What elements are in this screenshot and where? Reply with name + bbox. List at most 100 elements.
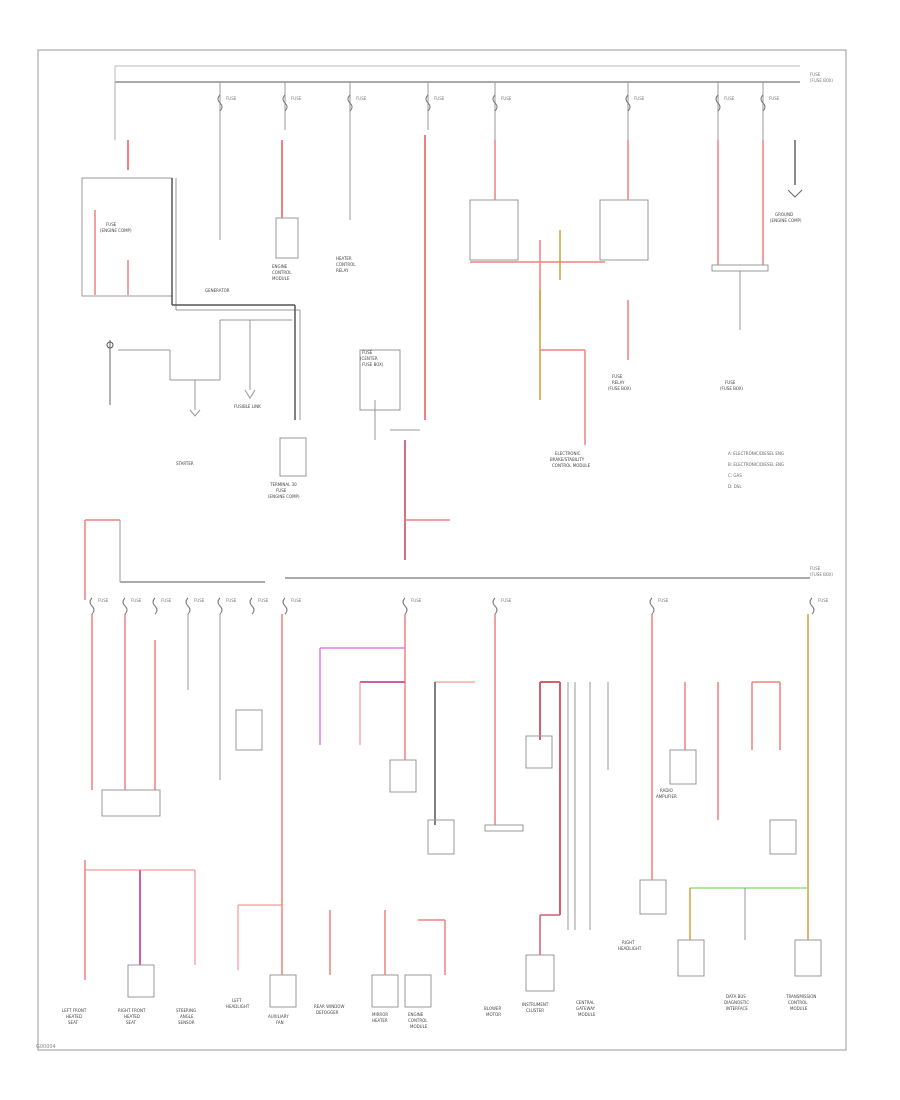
- component-label-heater-2: CONTROL: [336, 262, 356, 267]
- component-label-ground-1: GROUND: [775, 212, 793, 217]
- component-label-rf-seat-1: RIGHT FRONT: [118, 1008, 146, 1013]
- top-fuse-symbols: [217, 94, 766, 112]
- fuse-label-6: FUSE: [634, 96, 645, 101]
- component-label-ecm-1: ENGINE: [272, 264, 288, 269]
- component-label-lf-seat-1: LEFT FRONT: [62, 1008, 87, 1013]
- diagram-frame: [37, 49, 847, 1051]
- component-label-right-headlight-2: HEADLIGHT: [618, 946, 642, 951]
- component-label-brake-1: ELECTRONIC: [555, 451, 581, 456]
- component-label-left-headlight-2: HEADLIGHT: [226, 1004, 250, 1009]
- fuse-label-8: FUSE: [769, 96, 780, 101]
- component-label-tcm-1: TRANSMISSION: [785, 994, 816, 999]
- component-label-databus-1: DATA BUS: [726, 994, 746, 999]
- right-upper-circuit: [469, 140, 803, 445]
- component-label-gateway-1: CENTRAL: [576, 1000, 595, 1005]
- component-label-fuse-relay-2: RELAY: [612, 380, 625, 385]
- component-label-engine-fuse-2: (ENGINE COMP): [100, 228, 132, 233]
- bottom-fuse-label-7: FUSE: [291, 598, 302, 603]
- component-label-ecm-3: MODULE: [272, 276, 290, 281]
- bottom-fuse-label-1: FUSE: [98, 598, 109, 603]
- component-label-fuse-relay-3: (FUSE BOX): [608, 386, 631, 391]
- component-label-fuse-box-2: (FUSE BOX): [720, 386, 743, 391]
- component-label-starter: STARTER: [176, 461, 194, 466]
- component-label-center-fuse-2: (CENTER: [360, 356, 378, 361]
- component-label-blower-2: MOTOR: [486, 1012, 501, 1017]
- bottom-fuse-label-3: FUSE: [161, 598, 172, 603]
- component-label-databus-3: INTERFACE: [726, 1006, 748, 1011]
- component-label-ecm-bottom-3: MODULE: [410, 1024, 428, 1029]
- component-label-aux-fan-2: FAN: [276, 1020, 284, 1025]
- legend-item-3: C: GAS: [728, 473, 742, 478]
- component-label-rear-defog-2: DEFOGGER: [316, 1010, 339, 1015]
- component-label-rf-seat-3: SEAT: [126, 1020, 136, 1025]
- component-label-fusible: FUSIBLE LINK: [234, 404, 261, 409]
- component-label-right-headlight-1: RIGHT: [622, 940, 635, 945]
- component-label-generator: GENERATOR: [205, 288, 230, 293]
- component-label-gateway-2: GATEWAY: [576, 1006, 596, 1011]
- fuse-relay-box-small: [235, 709, 263, 751]
- component-label-engine-fuse-1: FUSE: [106, 222, 117, 227]
- component-label-radio-1: RADIO: [660, 788, 673, 793]
- component-label-rf-seat-2: HEATED: [124, 1014, 140, 1019]
- bottom-fuse-symbols: [89, 597, 815, 615]
- component-label-heater-1: HEATER: [336, 256, 352, 261]
- fuse-label-5: FUSE: [501, 96, 512, 101]
- component-label-aux-fan-1: AUXILIARY: [268, 1014, 289, 1019]
- component-label-center-fuse-3: FUSE BOX): [362, 362, 384, 367]
- component-label-fuse-relay-1: FUSE: [612, 374, 623, 379]
- component-label-ground-2: (ENGINE COMP): [770, 218, 802, 223]
- component-label-blower-1: BLOWER: [484, 1006, 501, 1011]
- bottom-fuse-label-5: FUSE: [226, 598, 237, 603]
- top-bus-label-line-2: (FUSE BOX): [810, 78, 833, 83]
- component-label-terminal30-2: FUSE: [276, 488, 287, 493]
- component-label-tcm-2: CONTROL: [788, 1000, 808, 1005]
- fuse-label-7: FUSE: [724, 96, 735, 101]
- legend-item-1: A: ELECTRONIC/DIESEL ENG: [728, 451, 784, 456]
- legend-item-2: B: ELECTRONIC/DIESEL ENG: [728, 462, 784, 467]
- component-label-ecm-bottom-1: ENGINE: [408, 1012, 424, 1017]
- fuse-label-2: FUSE: [291, 96, 302, 101]
- component-label-cluster-1: INSTRUMENT: [522, 1002, 549, 1007]
- component-label-left-headlight-1: LEFT: [232, 998, 242, 1003]
- top-component-labels: FUSE (ENGINE COMP) GENERATOR ENGINE CONT…: [100, 222, 356, 499]
- terminal-30-fuse-box: [279, 437, 307, 477]
- bottom-fuse-label-10: FUSE: [658, 598, 669, 603]
- bottom-fuse-label-6: FUSE: [258, 598, 269, 603]
- component-label-databus-2: DIAGNOSTIC: [724, 1000, 749, 1005]
- component-label-cluster-2: CLUSTER: [526, 1008, 544, 1013]
- lower-circuits: [84, 614, 822, 1008]
- fuse-label-4: FUSE: [434, 96, 445, 101]
- top-fuse-row: [219, 82, 764, 240]
- bottom-fuse-label-9: FUSE: [501, 598, 512, 603]
- page-code: G00004: [36, 1044, 56, 1050]
- fuse-label-1: FUSE: [226, 96, 237, 101]
- component-label-fuse-box-1: FUSE: [725, 380, 736, 385]
- component-label-mirror-1: MIRROR: [372, 1012, 388, 1017]
- lower-bus-label-line-2: (FUSE BOX): [810, 572, 833, 577]
- component-label-lf-seat-3: SEAT: [68, 1020, 78, 1025]
- component-label-lf-seat-2: HEATED: [66, 1014, 82, 1019]
- component-label-steering-2: ANGLE: [180, 1014, 194, 1019]
- component-label-rear-defog-1: REAR WINDOW: [314, 1004, 344, 1009]
- bottom-fuse-label-2: FUSE: [131, 598, 142, 603]
- mid-component-labels: FUSE (CENTER FUSE BOX) ELECTRONIC BRAKE/…: [360, 212, 802, 468]
- bottom-fuse-label-11: FUSE: [818, 598, 829, 603]
- bottom-component-labels: LEFT FRONT HEATED SEAT RIGHT FRONT HEATE…: [62, 788, 816, 1029]
- component-label-heater-3: RELAY: [336, 268, 349, 273]
- component-label-steering-3: SENSOR: [178, 1020, 195, 1025]
- component-label-brake-2: BRAKE/STABILITY: [550, 457, 585, 462]
- component-label-gateway-3: MODULE: [578, 1012, 596, 1017]
- component-label-ecm-2: CONTROL: [272, 270, 292, 275]
- left-upper-circuit: [81, 140, 307, 477]
- component-label-ecm-bottom-2: CONTROL: [408, 1018, 428, 1023]
- starter-relay-box: [275, 217, 299, 259]
- fuse-label-3: FUSE: [356, 96, 367, 101]
- mid-left-circuit: [84, 519, 121, 600]
- lower-bus-label-line-1: FUSE: [810, 566, 821, 571]
- component-label-mirror-2: HEATER: [372, 1018, 388, 1023]
- legend-item-4: D: DSL: [728, 484, 742, 489]
- component-label-brake-3: CONTROL MODULE: [552, 463, 591, 468]
- component-label-terminal30-3: (ENGINE COMP): [268, 494, 300, 499]
- bottom-fuse-label-8: FUSE: [411, 598, 422, 603]
